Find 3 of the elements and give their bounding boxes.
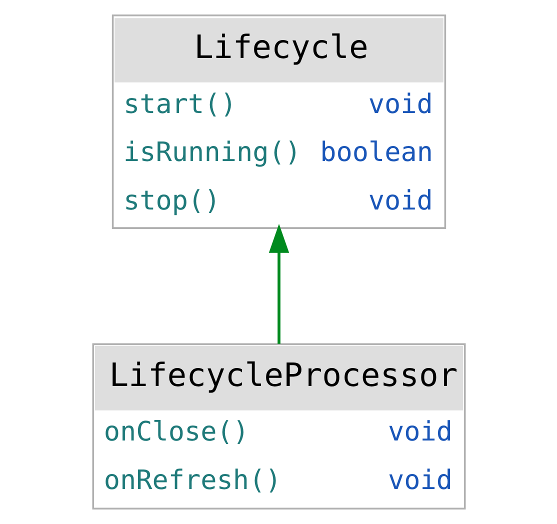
arrow: [268, 224, 289, 344]
node-box: Lifecycle start() void isRunning() boolean stop() void: [111, 14, 446, 229]
node-box: LifecycleProcessor onClose() void onRefresh() void: [92, 343, 466, 510]
